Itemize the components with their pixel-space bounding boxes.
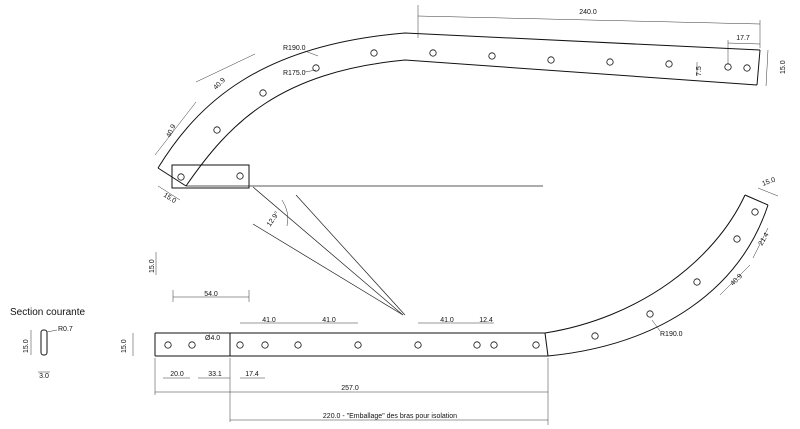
dim-21-4: 21.4 bbox=[758, 232, 771, 247]
hole bbox=[751, 208, 759, 216]
dim-257: 257.0 bbox=[341, 385, 359, 392]
hole bbox=[743, 64, 751, 72]
hole bbox=[312, 64, 320, 72]
bottom-curve-inner bbox=[544, 194, 746, 334]
bottom-curve-end bbox=[744, 194, 769, 206]
hole bbox=[414, 341, 422, 349]
hole bbox=[370, 49, 378, 57]
hole bbox=[724, 63, 732, 71]
dim-240: 240.0 bbox=[579, 9, 597, 16]
hole bbox=[429, 49, 437, 57]
dim-40-9-a: 40.9 bbox=[212, 77, 227, 92]
label-r190-top: R190.0 bbox=[283, 45, 306, 52]
hole bbox=[665, 60, 673, 68]
dim-17-7: 17.7 bbox=[736, 35, 750, 42]
top-part-inner-edge bbox=[185, 59, 758, 187]
hole bbox=[164, 341, 172, 349]
top-part-right-end bbox=[756, 49, 761, 86]
dim-40-9-b: 40.9 bbox=[165, 123, 177, 138]
label-r175-top: R175.0 bbox=[283, 70, 306, 77]
hole bbox=[733, 235, 741, 243]
hole bbox=[354, 341, 362, 349]
hole bbox=[532, 341, 540, 349]
section-height: 15.0 bbox=[23, 339, 30, 353]
dim-41-b: 41.0 bbox=[322, 317, 336, 324]
top-mount-block bbox=[171, 164, 250, 189]
dim-12-9-deg: 12.9° bbox=[265, 210, 281, 228]
hole bbox=[259, 89, 267, 97]
section-radius: R0.7 bbox=[58, 326, 73, 333]
hole bbox=[547, 56, 555, 64]
hole bbox=[693, 278, 701, 286]
dim-40-9-c: 40.9 bbox=[729, 273, 744, 288]
angle-indicator: 12.9° bbox=[252, 186, 406, 316]
section-title: Section courante bbox=[10, 307, 85, 318]
dim-220: 220.0 - "Emballage" des bras pour isolat… bbox=[323, 413, 457, 420]
hole bbox=[188, 341, 196, 349]
hole bbox=[606, 58, 614, 66]
bottom-curve-outer bbox=[547, 204, 769, 357]
hole bbox=[236, 172, 244, 180]
dim-20: 20.0 bbox=[170, 371, 184, 378]
hole bbox=[294, 341, 302, 349]
dim-15-bottom-right: 15.0 bbox=[761, 177, 776, 188]
hole bbox=[177, 173, 185, 181]
dim-15-top-left: 15.0 bbox=[162, 192, 177, 205]
hole bbox=[490, 341, 498, 349]
hole bbox=[646, 310, 654, 318]
section-profile bbox=[40, 329, 48, 356]
hole bbox=[261, 341, 269, 349]
dim-41-c: 41.0 bbox=[440, 317, 454, 324]
label-r190-bottom: R190.0 bbox=[660, 331, 683, 338]
bottom-bar-curve-start bbox=[544, 332, 549, 357]
hole bbox=[236, 341, 244, 349]
dim-15-left: 15.0 bbox=[149, 259, 156, 273]
hole bbox=[213, 126, 221, 134]
dim-15-top-right: 15.0 bbox=[780, 60, 787, 74]
dim-54: 54.0 bbox=[204, 291, 218, 298]
section-width: 3.0 bbox=[39, 373, 49, 380]
dim-7-5: 7.5 bbox=[696, 66, 703, 76]
hole bbox=[591, 332, 599, 340]
hole bbox=[473, 341, 481, 349]
section-detail: Section courante R0.7 15.0 3.0 bbox=[10, 307, 85, 380]
dim-15-bottom-left: 15.0 bbox=[121, 339, 128, 353]
hole bbox=[488, 52, 496, 60]
dim-33-1: 33.1 bbox=[208, 371, 222, 378]
dim-hole-4: Ø4.0 bbox=[205, 335, 220, 342]
dim-17-4: 17.4 bbox=[245, 371, 259, 378]
dim-12-4: 12.4 bbox=[479, 317, 493, 324]
bottom-part: 15.0 54.0 41.0 41.0 41.0 12.4 Ø4.0 15.0 … bbox=[121, 177, 779, 425]
top-part-outer-edge bbox=[157, 32, 761, 169]
top-part: 240.0 17.7 15.0 7.5 R190.0 R175.0 40.9 4… bbox=[154, 5, 787, 205]
dim-41-a: 41.0 bbox=[262, 317, 276, 324]
